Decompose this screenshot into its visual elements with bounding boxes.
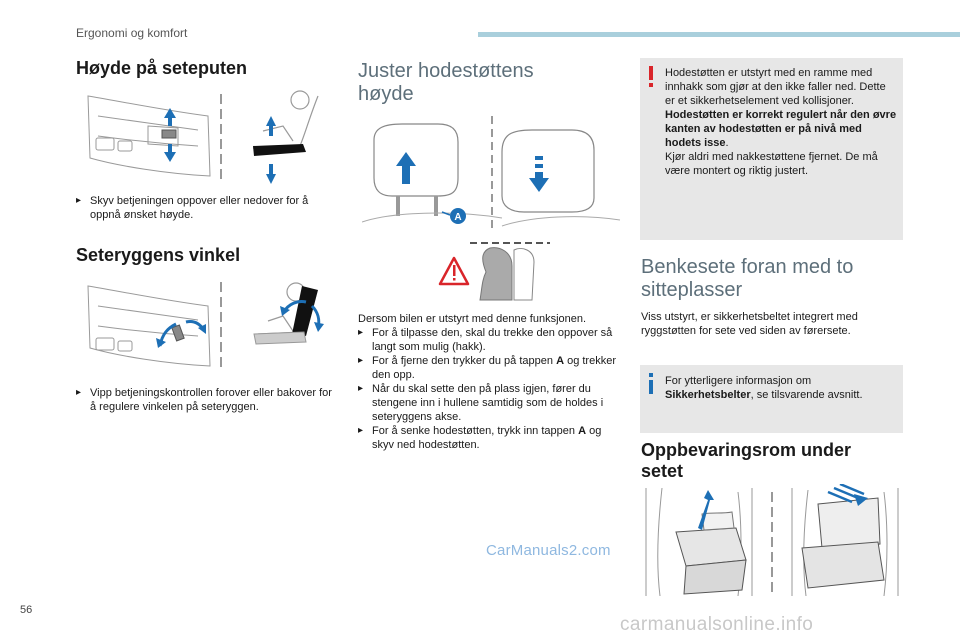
bullet-text: For å fjerne den trykker du på tappen (372, 355, 557, 367)
header-bar (478, 32, 960, 37)
watermark-carmanuals2[interactable]: CarManuals2.com (486, 542, 611, 559)
heading-bench-seat: Benkesete foran med to sitteplasser (641, 256, 854, 301)
bullet-text: Skyv betjeningen oppover eller nedover f… (90, 195, 309, 221)
bullet-marker-icon: ▸ (358, 355, 364, 366)
tab-label-a: A (578, 425, 587, 437)
bullet-marker-icon: ▸ (358, 383, 364, 394)
bench-seat-paragraph: Viss utstyrt, er sikkerhetsbeltet integr… (641, 311, 858, 337)
heading-seat-height: Høyde på seteputen (76, 58, 248, 78)
bullet-seat-height: ▸ Skyv betjeningen oppover eller nedover … (76, 194, 338, 222)
callout-label-a: A (454, 212, 461, 223)
bullet-text: Når du skal sette den på plass igjen, fø… (372, 383, 604, 423)
bullet-marker-icon: ▸ (76, 195, 82, 206)
info-text-bold: Sikkerhetsbelter (665, 389, 751, 401)
tab-label-a: A (556, 355, 565, 367)
warning-text-bold: Hodestøtten er korrekt regulert når den … (665, 109, 897, 149)
warning-text: Hodestøtten er utstyrt med en ramme med … (665, 67, 886, 107)
warning-icon (646, 66, 656, 93)
bullet-text-tail: og trekker den opp. (372, 355, 616, 381)
watermark-carmanualsonline[interactable]: carmanualsonline.info (620, 614, 814, 635)
warning-text: Kjør aldri med nakkestøttene fjernet. De… (665, 151, 878, 177)
list-item: ▸ For å tilpasse den, skal du trekke den … (358, 326, 620, 354)
warning-text-end: . (725, 137, 729, 149)
list-item: ▸ For å senke hodestøtten, trykk inn tapp… (358, 424, 620, 452)
section-title: Ergonomi og komfort (76, 26, 188, 40)
list-item: ▸ Når du skal sette den på plass igjen, f… (358, 382, 620, 424)
headrest-illustration: A (362, 112, 624, 304)
info-box: For ytterligere informasjon om Sikkerhet… (640, 365, 903, 433)
info-text-tail: , se tilsvarende avsnitt. (750, 389, 863, 401)
seat-height-illustration (78, 86, 328, 186)
under-seat-storage-illustration (642, 484, 904, 600)
heading-headrest-height: Juster hodestøttens høyde (358, 60, 534, 105)
bullet-backrest-angle: ▸ Vipp betjeningskontrollen forover eller… (76, 386, 338, 414)
page-number: 56 (20, 604, 33, 616)
list-item: ▸ For å fjerne den trykker du på tappen A… (358, 354, 620, 382)
warning-box: Hodestøtten er utstyrt med en ramme med … (640, 58, 903, 240)
bullet-text-tail: og skyv ned hodestøtten. (372, 425, 602, 451)
bullet-marker-icon: ▸ (358, 327, 364, 338)
heading-under-seat-storage: Oppbevaringsrom under setet (641, 440, 852, 481)
bullet-text: For å tilpasse den, skal du trekke den o… (372, 327, 613, 353)
bullet-marker-icon: ▸ (358, 425, 364, 436)
headrest-intro: Dersom bilen er utstyrt med denne funksj… (358, 313, 587, 325)
info-text: For ytterligere informasjon om (665, 375, 812, 387)
info-icon (646, 373, 656, 400)
bullet-text: For å senke hodestøtten, trykk inn tappe… (372, 425, 579, 437)
bullet-text: Vipp betjeningskontrollen forover eller … (90, 387, 332, 413)
backrest-angle-illustration (78, 276, 328, 376)
heading-backrest-angle: Seteryggens vinkel (76, 245, 241, 265)
bullet-marker-icon: ▸ (76, 387, 82, 398)
headrest-instructions: Dersom bilen er utstyrt med denne funksj… (358, 312, 620, 452)
